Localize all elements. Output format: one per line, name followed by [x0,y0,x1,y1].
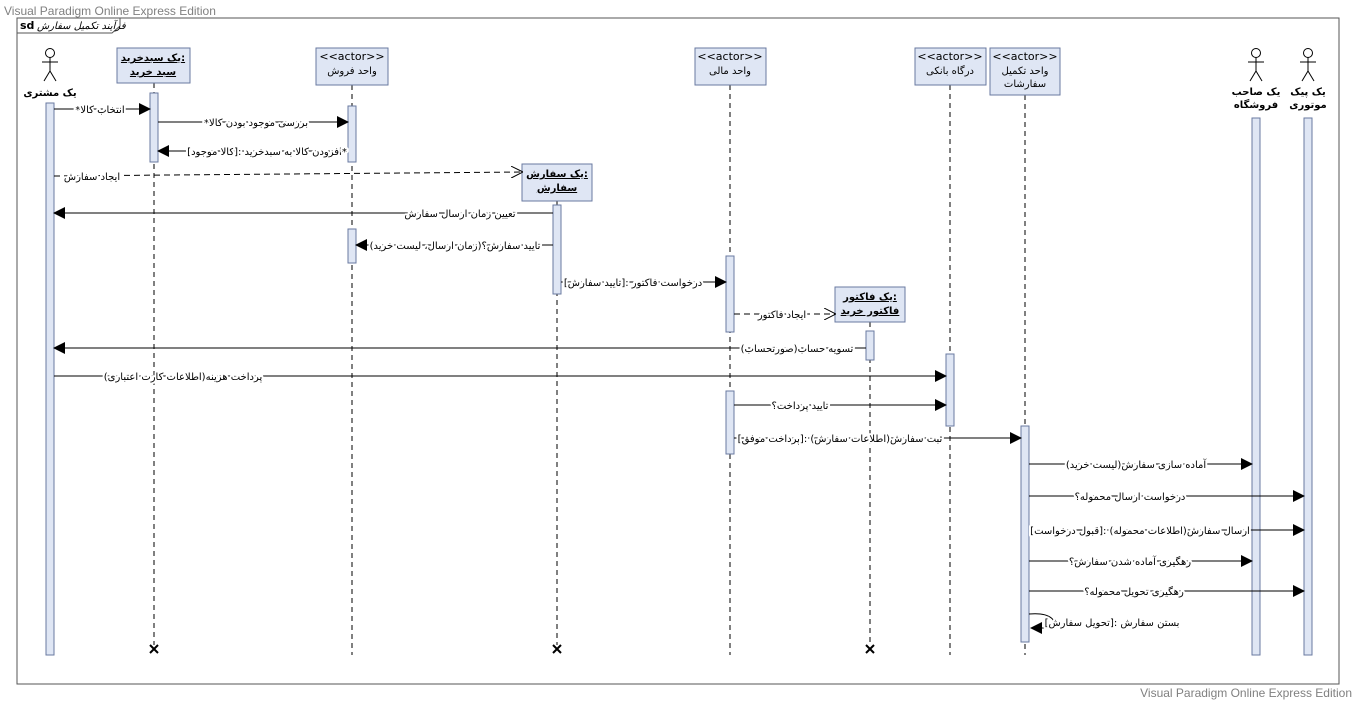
destroy-markers [149,644,875,654]
frame-border [16,17,1340,685]
participant-boxes [116,47,1061,323]
box-sales-name: واحد فروش [327,66,377,77]
activation-bar-owner [1251,117,1261,656]
box-sales-stereotype: <<actor>> [319,50,384,63]
box-bank [914,47,987,86]
box-cart-line2: سبد خرید [130,67,176,78]
activation-bar-sales-2 [347,228,357,264]
box-invoice-line1: یک فاکتور: [842,292,897,303]
frame-tab [16,17,121,34]
activation-bar-finance-2 [725,390,735,455]
watermark-bottom: Visual Paradigm Online Express Edition [1140,686,1352,700]
message-label-m7: [تایید سفارش]: درخواست فاکتور [564,278,702,289]
activation-bar-cart [149,92,159,163]
activation-bar-invoice [865,330,875,361]
message-label-m1: *انتخاب کالا [75,105,124,116]
actor-courier-figure [1300,48,1316,82]
actor-courier-name-line2: موتوری [1289,100,1326,111]
activation-bar-courier [1303,117,1313,656]
message-label-m11: تایید پرداخت؟ [772,401,829,412]
actor-customer-figure [42,48,58,82]
message-label-m12: [پرداخت موفق]: ثبت سفارش(اطلاعات سفارش) [738,434,943,445]
actor-owner-head [1251,48,1261,58]
box-completion-line2: سفارشات [1004,79,1046,90]
actor-owner-name-line1: یک صاحب [1232,87,1281,98]
box-finance-stereotype: <<actor>> [697,50,762,63]
activation-bar-sales-1 [347,105,357,163]
actor-owner-name-line2: فروشگاه [1234,98,1278,111]
box-bank-stereotype: <<actor>> [917,50,982,63]
box-finance-name: واحد مالی [709,66,751,77]
message-label-m2: *بررسی موجود بودن کالا [204,118,308,129]
message-label-m14: درخواست ارسال محموله؟ [1075,492,1186,503]
message-label-m5: تعیین زمان ارسال سفارش [404,209,515,220]
message-label-m4: ایجاد سفارش [64,172,120,183]
box-completion [989,47,1061,96]
box-finance [694,47,767,86]
activation-bar-customer [45,102,55,656]
box-invoice-line2: فاکتور خرید [841,306,900,317]
actor-customer-name: یک مشتری [23,88,77,99]
message-label-m6: تایید سفارش؟(زمان ارسال، لیست خرید) [370,241,541,252]
frame-title: فرآیند تکمیل سفارش [37,19,126,32]
message-label-m16: رهگیری آماده شدن سفارش؟ [1069,555,1191,568]
activation-bar-bank [945,353,955,427]
frame-tag: sd [20,19,34,32]
box-cart [116,47,191,84]
message-label-m17: رهگیری تحویل محموله؟ [1084,586,1184,598]
box-cart-line1: یک سبدخرید: [121,53,185,64]
destroy-mark-invoice [865,644,875,654]
box-completion-line1: واحد تکمیل [1002,66,1049,77]
activation-bars [45,92,1313,656]
activation-bar-order [552,204,562,295]
message-label-m13: آماده سازی سفارش(لیست خرید) [1066,458,1208,471]
watermark-top: Visual Paradigm Online Express Edition [4,4,216,18]
box-completion-stereotype: <<actor>> [992,50,1057,63]
activation-bar-finance-1 [725,255,735,333]
box-sales [315,47,389,86]
messages [53,103,1305,634]
message-label-m18: [تحویل سفارش]: بستن سفارش [1045,618,1180,629]
actor-customer-head [45,48,55,58]
actor-courier-head [1303,48,1313,58]
message-label-m10: پرداخت هزینه(اطلاعات کارت اعتباری) [104,372,263,383]
box-order-line1: یک سفارش: [526,169,588,180]
box-bank-name: درگاه بانکی [926,65,974,77]
message-label-m15: [قبول درخواست]: ارسال سفارش(اطلاعات محمو… [1030,526,1250,537]
actor-owner-figure [1248,48,1264,82]
activation-bar-completion [1020,425,1030,643]
box-order [521,163,593,202]
box-invoice [834,286,906,323]
message-label-m8: ایجاد فاکتور [757,310,806,321]
actor-courier-name-line1: یک پیک [1290,87,1326,98]
box-order-line2: سفارش [537,183,578,194]
message-label-m3: [کالا موجود]: افزودن کالا به سبدخرید* [187,147,347,158]
destroy-mark-cart [149,644,159,654]
destroy-mark-order [552,644,562,654]
message-arrow-m18 [1028,613,1055,634]
message-label-m9: تسویه حساب(صورتحساب) [741,344,854,355]
message-arrow-m4 [53,172,522,176]
